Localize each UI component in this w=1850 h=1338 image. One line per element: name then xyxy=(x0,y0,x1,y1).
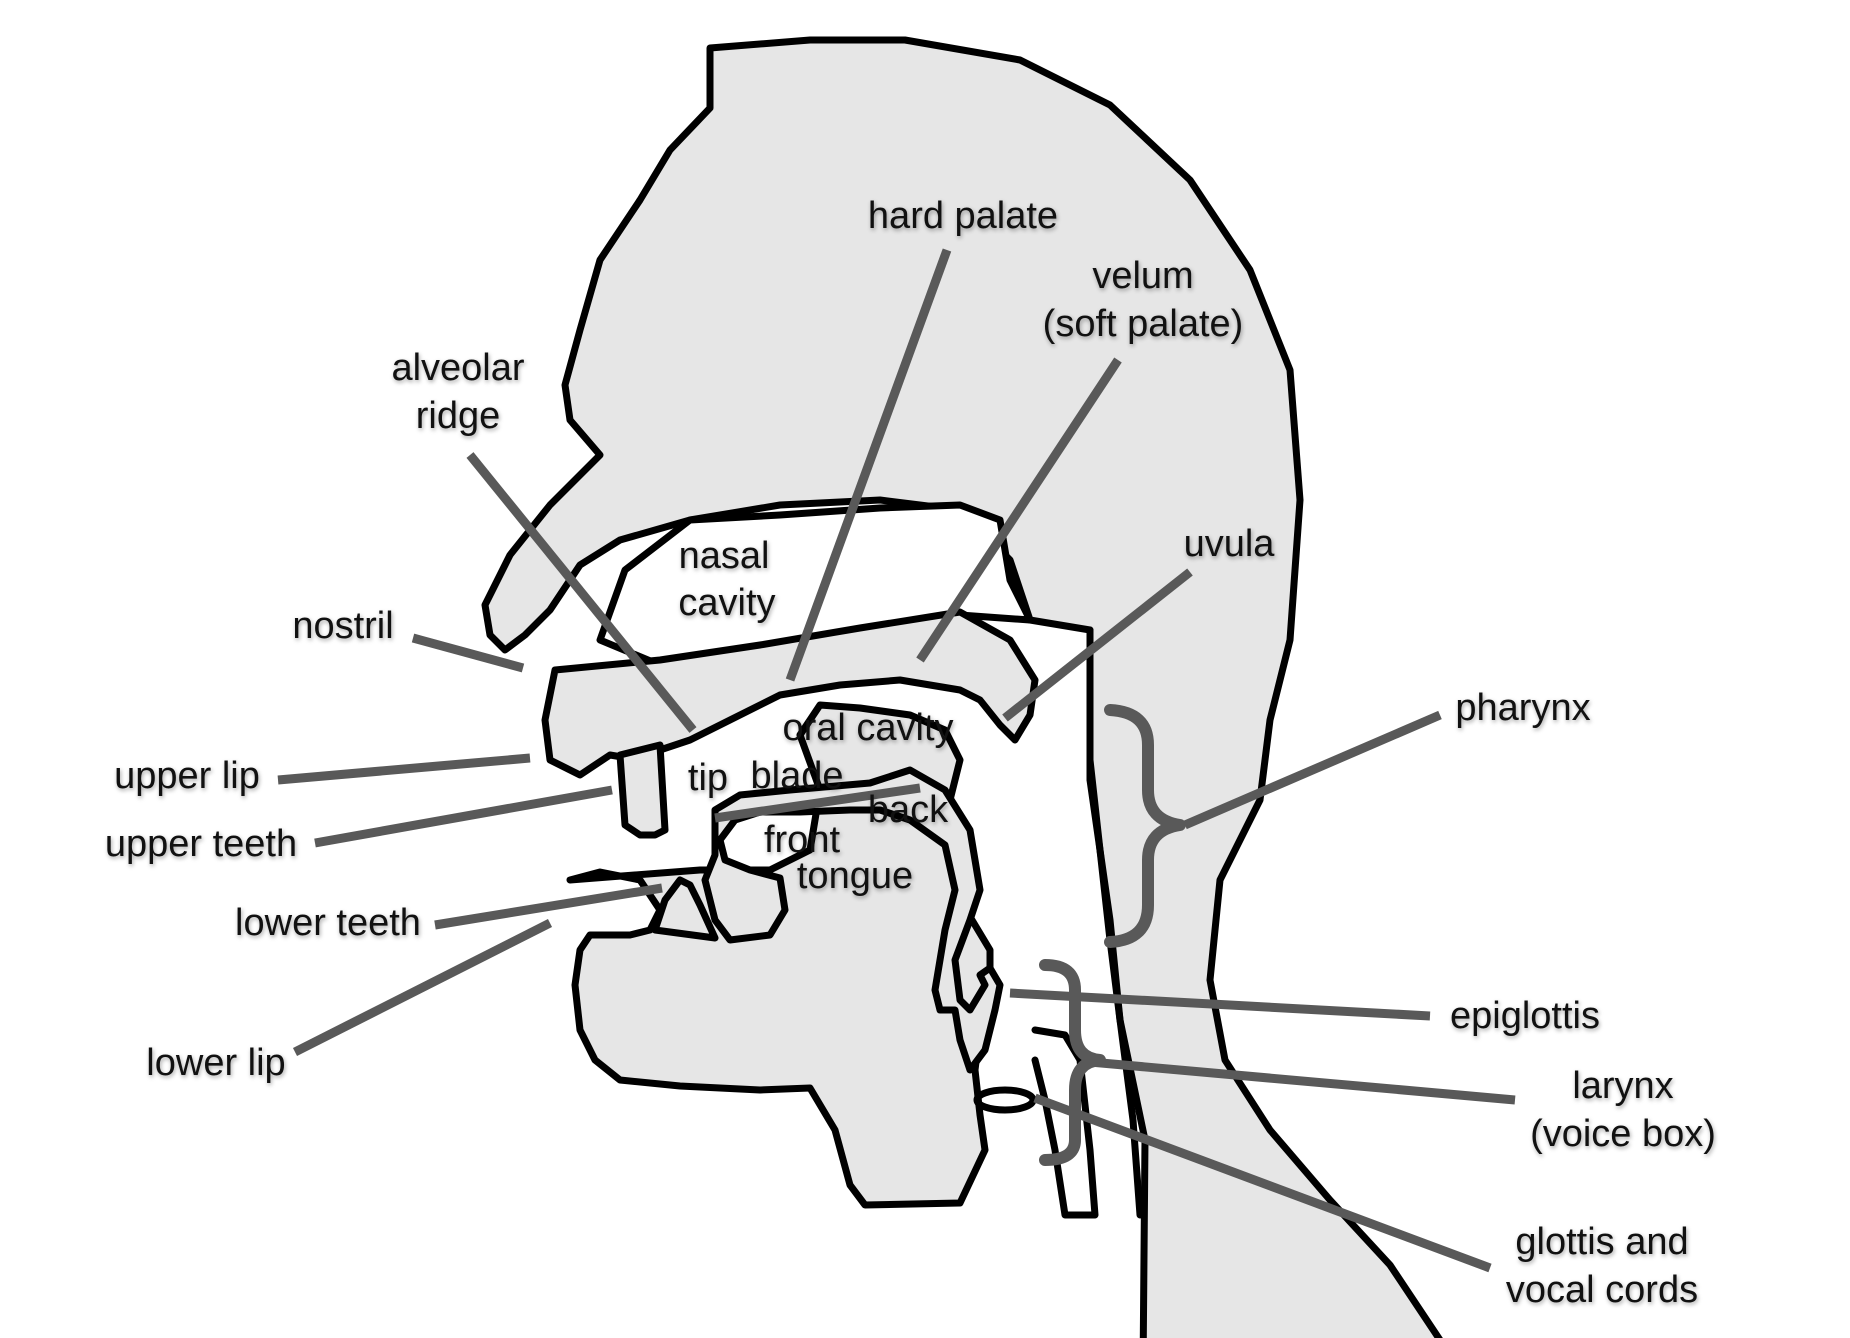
label-front: front xyxy=(764,819,840,861)
larynx-tube xyxy=(1031,1026,1099,1219)
label-soft-palate: (soft palate) xyxy=(1043,303,1244,345)
larynx-brace xyxy=(1039,959,1106,1166)
label-velum: velum xyxy=(1092,255,1193,297)
label-epiglottis: epiglottis xyxy=(1450,995,1600,1037)
leader-upper-lip xyxy=(277,753,531,785)
label-lower-lip: lower lip xyxy=(146,1042,285,1084)
upper-jaw xyxy=(541,608,1039,779)
leader-uvula xyxy=(1002,568,1193,722)
leader-lower-lip xyxy=(292,918,553,1057)
label-back: back xyxy=(868,789,949,831)
labels: hard palate velum (soft palate) alveolar… xyxy=(105,195,1716,1311)
label-larynx: larynx xyxy=(1572,1065,1673,1107)
label-vocal-cords: vocal cords xyxy=(1506,1269,1698,1311)
upper-teeth-shape xyxy=(616,741,669,839)
label-lower-teeth: lower teeth xyxy=(235,902,421,944)
label-voice-box: (voice box) xyxy=(1530,1113,1716,1155)
leader-hard-palate xyxy=(785,248,952,682)
label-nostril: nostril xyxy=(292,605,393,647)
label-hard-palate: hard palate xyxy=(868,195,1058,237)
label-cavity: cavity xyxy=(678,582,775,624)
label-oral-cavity: oral cavity xyxy=(782,707,953,749)
leader-larynx xyxy=(1089,1057,1516,1105)
label-blade: blade xyxy=(751,755,844,797)
label-upper-lip: upper lip xyxy=(114,755,260,797)
leader-velum xyxy=(916,357,1122,663)
leader-upper-teeth xyxy=(314,785,613,848)
leader-lines xyxy=(277,248,1516,1273)
label-ridge: ridge xyxy=(416,395,501,437)
leader-pharynx xyxy=(1183,710,1442,830)
leader-alveolar xyxy=(466,452,697,733)
label-uvula: uvula xyxy=(1184,523,1276,565)
label-glottis: glottis and xyxy=(1515,1221,1688,1263)
leader-nostril xyxy=(411,633,525,673)
pharynx-brace xyxy=(1104,704,1186,948)
label-alveolar: alveolar xyxy=(391,347,524,389)
label-upper-teeth: upper teeth xyxy=(105,823,297,865)
leader-tongue xyxy=(714,783,921,823)
label-pharynx: pharynx xyxy=(1455,687,1590,729)
lower-jaw xyxy=(566,701,994,1209)
label-tip: tip xyxy=(688,757,728,799)
leader-glottis xyxy=(1033,1093,1492,1273)
label-nasal: nasal xyxy=(679,535,770,577)
lower-teeth-shape xyxy=(651,876,719,942)
tongue-shape xyxy=(701,766,1004,1074)
leader-lower-teeth xyxy=(434,883,663,930)
vocal-cords-shape xyxy=(973,1086,1037,1114)
label-tongue: tongue xyxy=(797,855,913,897)
